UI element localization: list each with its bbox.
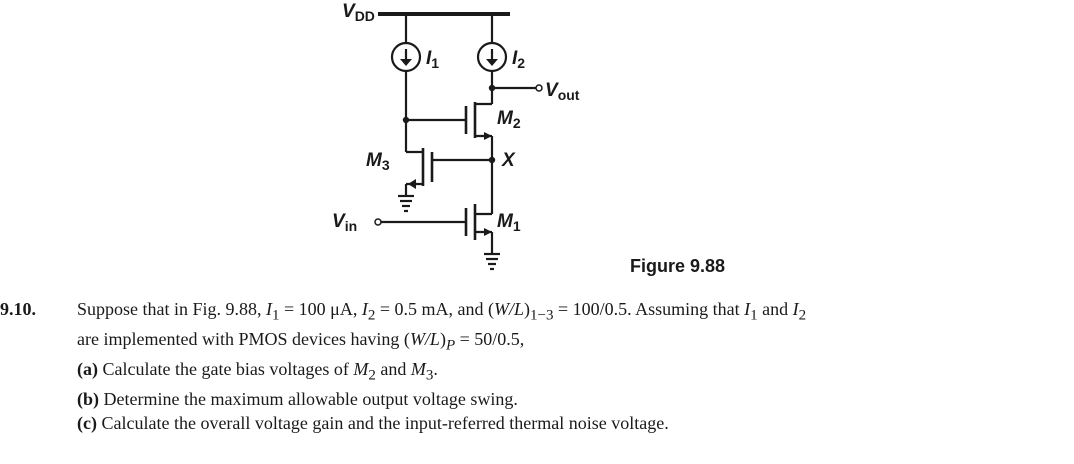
vout-label: Vout [545,80,580,103]
i1-label: I1 [426,48,439,71]
vdd-label: VDD [342,1,375,24]
figure-caption: Figure 9.88 [630,256,725,276]
x-node-junction [488,156,496,164]
problem-text: 9.10.Suppose that in Fig. 9.88, I1 = 100… [0,298,1070,435]
m3-source-arrow-icon [408,179,416,189]
x-node-label: X [501,150,516,171]
problem-line-2: are implemented with PMOS devices having… [77,329,525,354]
problem-number: 9.10. [0,299,36,319]
problem-part-b: (b) Determine the maximum allowable outp… [77,389,518,410]
m2-source-arrow-icon [484,132,492,140]
vout-junction [488,84,496,92]
vin-label: Vin [332,211,357,234]
i2-arrow-icon [486,59,498,66]
vin-terminal [374,218,382,226]
problem-line-1: 9.10.Suppose that in Fig. 9.88, I1 = 100… [0,299,807,324]
i2-label: I2 [512,48,525,71]
i1-arrow-icon [400,59,412,66]
m2-label: M2 [497,108,521,131]
m1-label: M1 [497,211,521,234]
m2-gate-junction [402,116,410,124]
vout-terminal [535,84,543,92]
m1-source-arrow-icon [484,228,492,236]
m3-label: M3 [366,150,390,173]
problem-part-a: (a) Calculate the gate bias voltages of … [77,359,438,384]
circuit-schematic: VDD I1 I2 Vout M2 M3 X M1 Vin Figure 9.8… [332,1,725,276]
problem-part-c: (c) Calculate the overall voltage gain a… [77,412,669,433]
